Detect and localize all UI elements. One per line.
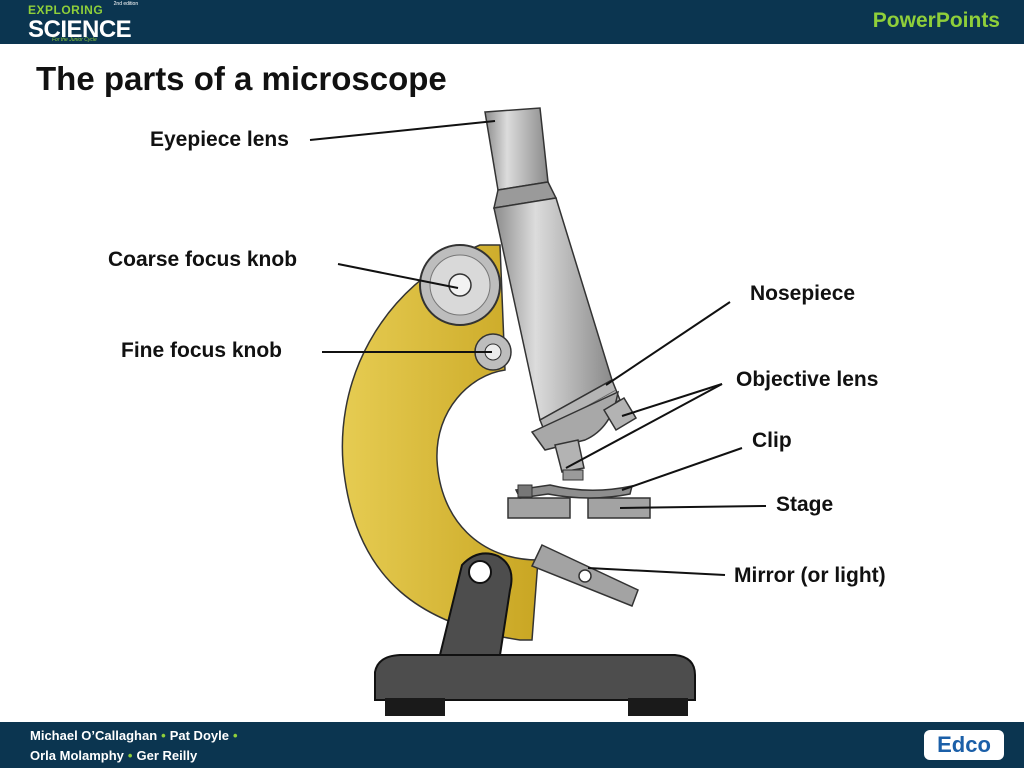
powerpoints-label: PowerPoints: [872, 9, 1000, 32]
separator-dot: •: [232, 728, 238, 743]
logo-main-text: SCIENCE: [28, 16, 132, 43]
microscope-base: [374, 654, 696, 716]
author-name: Orla Molamphy: [30, 748, 124, 763]
microscope-stage: [507, 484, 651, 519]
label-eyepiece-lens: Eyepiece lens: [150, 128, 289, 151]
top-bar: EXPLORING 2nd edition SCIENCE For the Ju…: [0, 0, 1024, 44]
label-coarse-focus-knob: Coarse focus knob: [108, 248, 298, 271]
edco-logo: Edco: [924, 730, 1004, 760]
label-clip: Clip: [752, 429, 792, 452]
author-name: Pat Doyle: [169, 728, 229, 743]
stage-leader: [619, 505, 767, 509]
coarse-focus-knob: [419, 244, 501, 326]
microscope-mirror: [530, 544, 639, 607]
objective-lenses: [554, 396, 638, 481]
nosepiece-leader: [605, 301, 731, 386]
eyepiece-leader: [309, 120, 496, 141]
separator-dot: •: [161, 728, 166, 743]
author-name: Ger Reilly: [136, 748, 198, 763]
logo-edition-text: 2nd edition: [113, 1, 139, 7]
slide-title: The parts of a microscope: [36, 60, 447, 97]
logo-sub-text: For the Junior Cycle: [52, 37, 97, 43]
label-fine-focus-knob: Fine focus knob: [121, 339, 283, 362]
objective-leader-1: [621, 383, 723, 417]
exploring-science-logo: EXPLORING 2nd edition SCIENCE: [28, 2, 138, 42]
coarse-focus-leader: [337, 263, 459, 289]
label-nosepiece: Nosepiece: [750, 282, 856, 305]
label-objective-lens: Objective lens: [736, 368, 879, 391]
fine-focus-knob: [474, 333, 512, 371]
leader-lines: [309, 120, 767, 576]
microscope-pillar: [438, 552, 513, 656]
bottom-bar: Michael O’Callaghan•Pat Doyle• Orla Mola…: [0, 722, 1024, 768]
mirror-leader: [587, 567, 726, 576]
label-stage: Stage: [776, 493, 834, 516]
separator-dot: •: [127, 748, 133, 763]
author-name: Michael O’Callaghan: [30, 728, 158, 743]
label-mirror: Mirror (or light): [734, 564, 886, 587]
author-credits: Michael O’Callaghan•Pat Doyle• Orla Mola…: [30, 726, 242, 766]
objective-leader-2: [565, 383, 723, 469]
logo-top-text: EXPLORING: [28, 3, 104, 17]
microscope-tube: [484, 107, 621, 451]
clip-leader: [621, 447, 743, 491]
